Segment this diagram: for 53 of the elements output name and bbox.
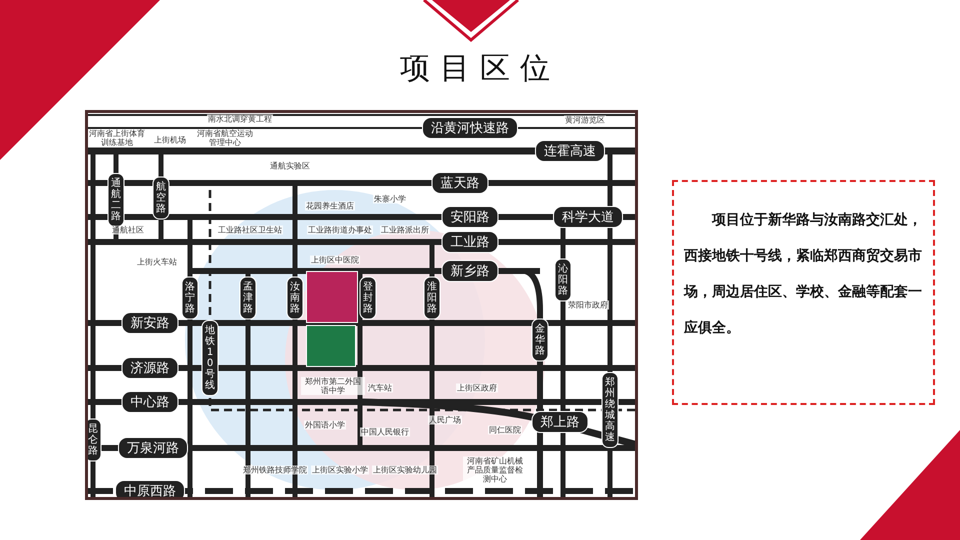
place-label: 上街机场 <box>153 136 187 144</box>
place-label: 人民广场 <box>428 416 462 424</box>
road-name: 沿黄河快速路 <box>422 117 518 139</box>
road-name: 连霍高速 <box>535 140 605 162</box>
road-name: 万泉河路 <box>118 437 188 459</box>
road-name: 孟津路 <box>240 276 256 320</box>
road-name: 航空路 <box>152 176 170 220</box>
road-name: 通航二路 <box>108 173 124 227</box>
road-name: 汝南路 <box>286 276 304 320</box>
road-name: 新安路 <box>122 312 178 334</box>
road-name: 郑州绕城高速 <box>602 372 618 448</box>
road-name: 金华路 <box>532 318 548 362</box>
place-label: 郑州市第二外国语中学 <box>301 377 365 395</box>
place-label: 上街区实验小学 <box>311 466 369 474</box>
project-block <box>306 271 358 323</box>
place-label: 工业路社区卫生站 <box>217 226 283 234</box>
road-name: 淮阳路 <box>424 276 440 320</box>
place-label: 上街区中医院 <box>310 256 360 264</box>
road-name: 新乡路 <box>442 260 498 282</box>
road-name: 工业路 <box>442 231 498 253</box>
road-name: 郑上路 <box>532 411 588 433</box>
road-name: 登封路 <box>360 276 376 320</box>
road-name: 中心路 <box>122 391 178 413</box>
place-label: 郑州铁路技师学院 <box>242 466 308 474</box>
place-label: 荥阳市政府 <box>567 300 609 310</box>
place-label: 通航社区 <box>111 226 145 234</box>
place-label: 汽车站 <box>367 384 393 392</box>
road-name: 地铁10号线 <box>202 320 218 396</box>
place-label: 工业路街道办事处 <box>307 226 373 234</box>
place-label: 上街区实验幼儿园 <box>372 466 438 474</box>
road-name: 科学大道 <box>553 206 623 228</box>
road-name: 洛宁路 <box>182 276 198 320</box>
road-name: 安阳路 <box>442 206 498 228</box>
place-label: 上街火车站 <box>136 258 178 266</box>
place-label: 同仁医院 <box>488 426 522 434</box>
page-title: 项目区位 <box>399 50 561 88</box>
place-label: 花园养生酒店 <box>305 202 355 210</box>
park-block <box>306 325 356 367</box>
place-label: 工业路派出所 <box>380 226 430 234</box>
place-label: 外国语小学 <box>304 420 346 430</box>
place-label: 通航实验区 <box>269 162 311 170</box>
road-name: 蓝天路 <box>432 172 488 194</box>
description-text: 项目位于新华路与汝南路交汇处，西接地铁十号线，紧临郑西商贸交易市场，周边居住区、学校、金融等配套一应俱全。 <box>684 210 923 338</box>
road-name: 中原西路 <box>115 480 185 497</box>
place-label: 朱寨小学 <box>373 194 407 204</box>
place-label: 南水北调穿黄工程 <box>207 114 273 124</box>
place-label: 中国人民银行 <box>360 428 410 436</box>
road-name: 沁阳路 <box>554 258 572 302</box>
place-label: 黄河游览区 <box>564 116 606 124</box>
road-name: 济源路 <box>122 357 178 379</box>
road-name: 昆仑路 <box>88 418 102 462</box>
place-label: 上街区政府 <box>456 384 498 392</box>
description-box <box>672 180 935 405</box>
